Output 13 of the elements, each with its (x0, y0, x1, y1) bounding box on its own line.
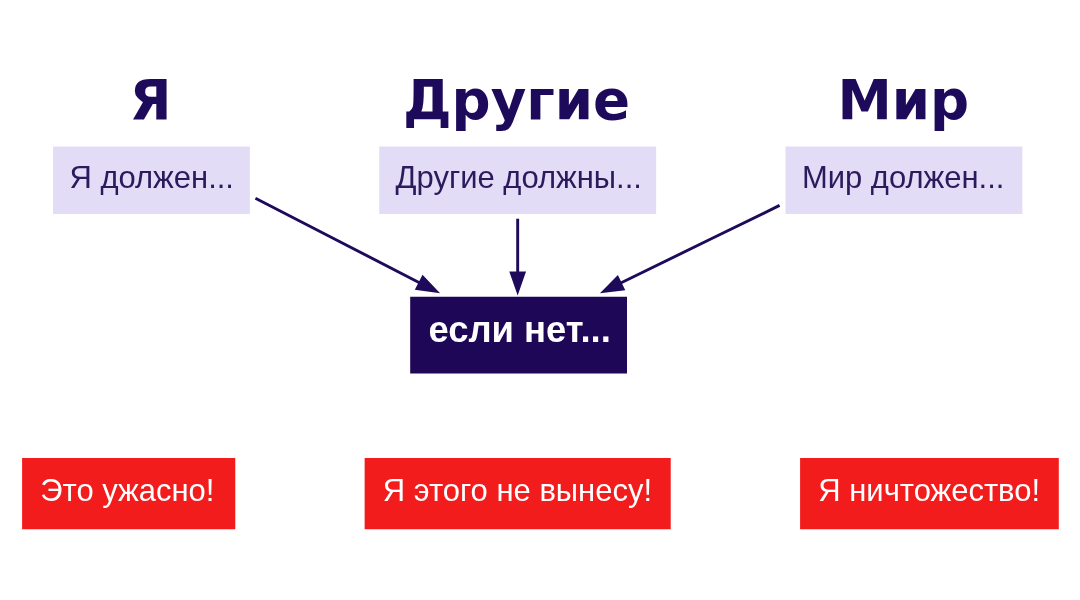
arrow (254, 196, 441, 293)
node-box: Другие должны... (379, 146, 657, 214)
node-box: Я этого не вынесу! (364, 457, 671, 529)
arrow (599, 203, 781, 293)
node-box: Мир должен... (785, 146, 1023, 214)
node-label: Другие (402, 67, 631, 132)
node-box: Это ужасно! (22, 457, 236, 529)
node-box: если нет... (410, 296, 627, 373)
node-box: Я должен... (53, 146, 250, 214)
arrow (509, 218, 527, 295)
node-box: Я ничтожество! (800, 457, 1059, 529)
node-label: Я (129, 67, 172, 132)
node-label: Мир (837, 67, 970, 132)
